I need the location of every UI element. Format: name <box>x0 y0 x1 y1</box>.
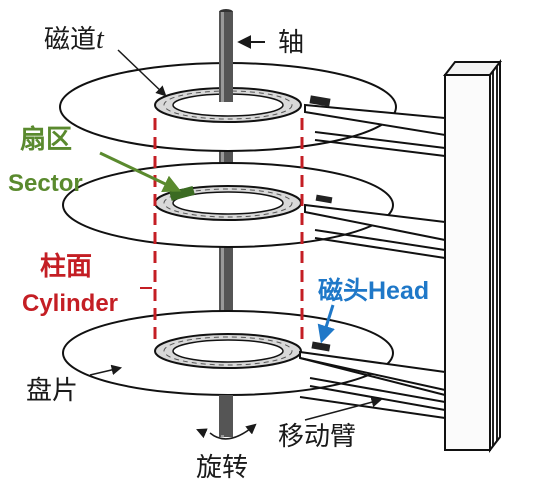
arm-middle <box>304 194 446 259</box>
sector-label-en: Sector <box>8 170 83 197</box>
head-label: 磁头Head <box>318 277 430 305</box>
arm-label: 移动臂 <box>278 422 357 452</box>
track-variable: t <box>96 24 104 55</box>
axis-label: 轴 <box>278 28 305 58</box>
head-arrow <box>317 304 335 344</box>
platter-middle <box>62 162 394 248</box>
platter-label: 盘片 <box>26 376 79 406</box>
arm-arrow <box>304 397 383 421</box>
rotation-arrow <box>209 423 257 440</box>
platter-arrow <box>89 364 123 376</box>
track-arrow <box>117 49 167 97</box>
spindle-top-highlight <box>221 12 224 102</box>
cylinder-label-en: Cylinder <box>22 290 119 317</box>
arm-top <box>304 95 446 157</box>
sector-arrow <box>99 151 182 192</box>
platter-bottom <box>62 310 394 396</box>
spindle-bottom-segment <box>219 395 233 435</box>
track-label-text: 磁道 <box>44 25 97 55</box>
cylinder-label-cn: 柱面 <box>40 251 93 281</box>
track-label: 磁道t <box>44 26 104 54</box>
rotation-arrow-tail <box>196 428 208 439</box>
arm-bottom <box>299 341 446 419</box>
actuator-post <box>442 59 503 453</box>
platter-top <box>59 62 397 152</box>
sector-label-cn: 扇区 <box>20 124 73 154</box>
rotation-label: 旋转 <box>196 453 249 483</box>
